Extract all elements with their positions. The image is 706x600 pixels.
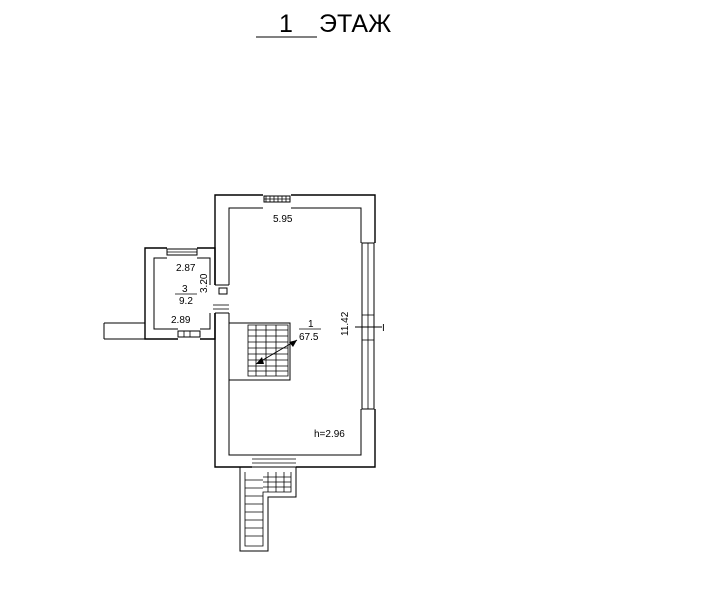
small-room-top-dim: 2.87 — [176, 263, 196, 274]
connecting-door — [209, 284, 230, 314]
main-room-width-dim: 5.95 — [273, 214, 293, 225]
small-room-side-dim: 3.20 — [199, 273, 210, 293]
floor-label: ЭТАЖ — [319, 10, 391, 38]
section-mark-label: I — [382, 323, 385, 334]
main-room-length-dim: 11.42 — [340, 311, 351, 336]
main-room-height: h=2.96 — [314, 429, 345, 440]
main-room-walls — [214, 194, 376, 468]
small-room-labels: 2.87 3.20 3 9.2 2.89 — [171, 263, 210, 326]
section-mark: I — [355, 323, 385, 334]
floor-number: 1 — [279, 10, 293, 38]
interior-staircase — [229, 322, 298, 381]
main-room-number: 1 — [308, 319, 314, 330]
bottom-entrance — [252, 454, 296, 468]
small-room-area: 9.2 — [179, 296, 193, 307]
main-room-inner-wall — [228, 207, 362, 456]
left-fence — [103, 322, 145, 340]
main-room-labels: 5.95 11.42 1 67.5 h=2.96 — [273, 214, 351, 440]
small-room-bottom-dim: 2.89 — [171, 315, 191, 326]
small-room-bottom-window — [177, 328, 201, 340]
exterior-staircase — [239, 467, 297, 552]
plan-title: 1 ЭТАЖ — [256, 10, 391, 38]
small-room-number: 3 — [182, 284, 188, 295]
small-room-top-window — [166, 247, 198, 259]
top-window — [263, 194, 291, 209]
right-windows — [360, 242, 376, 410]
main-room-outer-wall — [214, 194, 376, 468]
main-room-area: 67.5 — [299, 332, 319, 343]
